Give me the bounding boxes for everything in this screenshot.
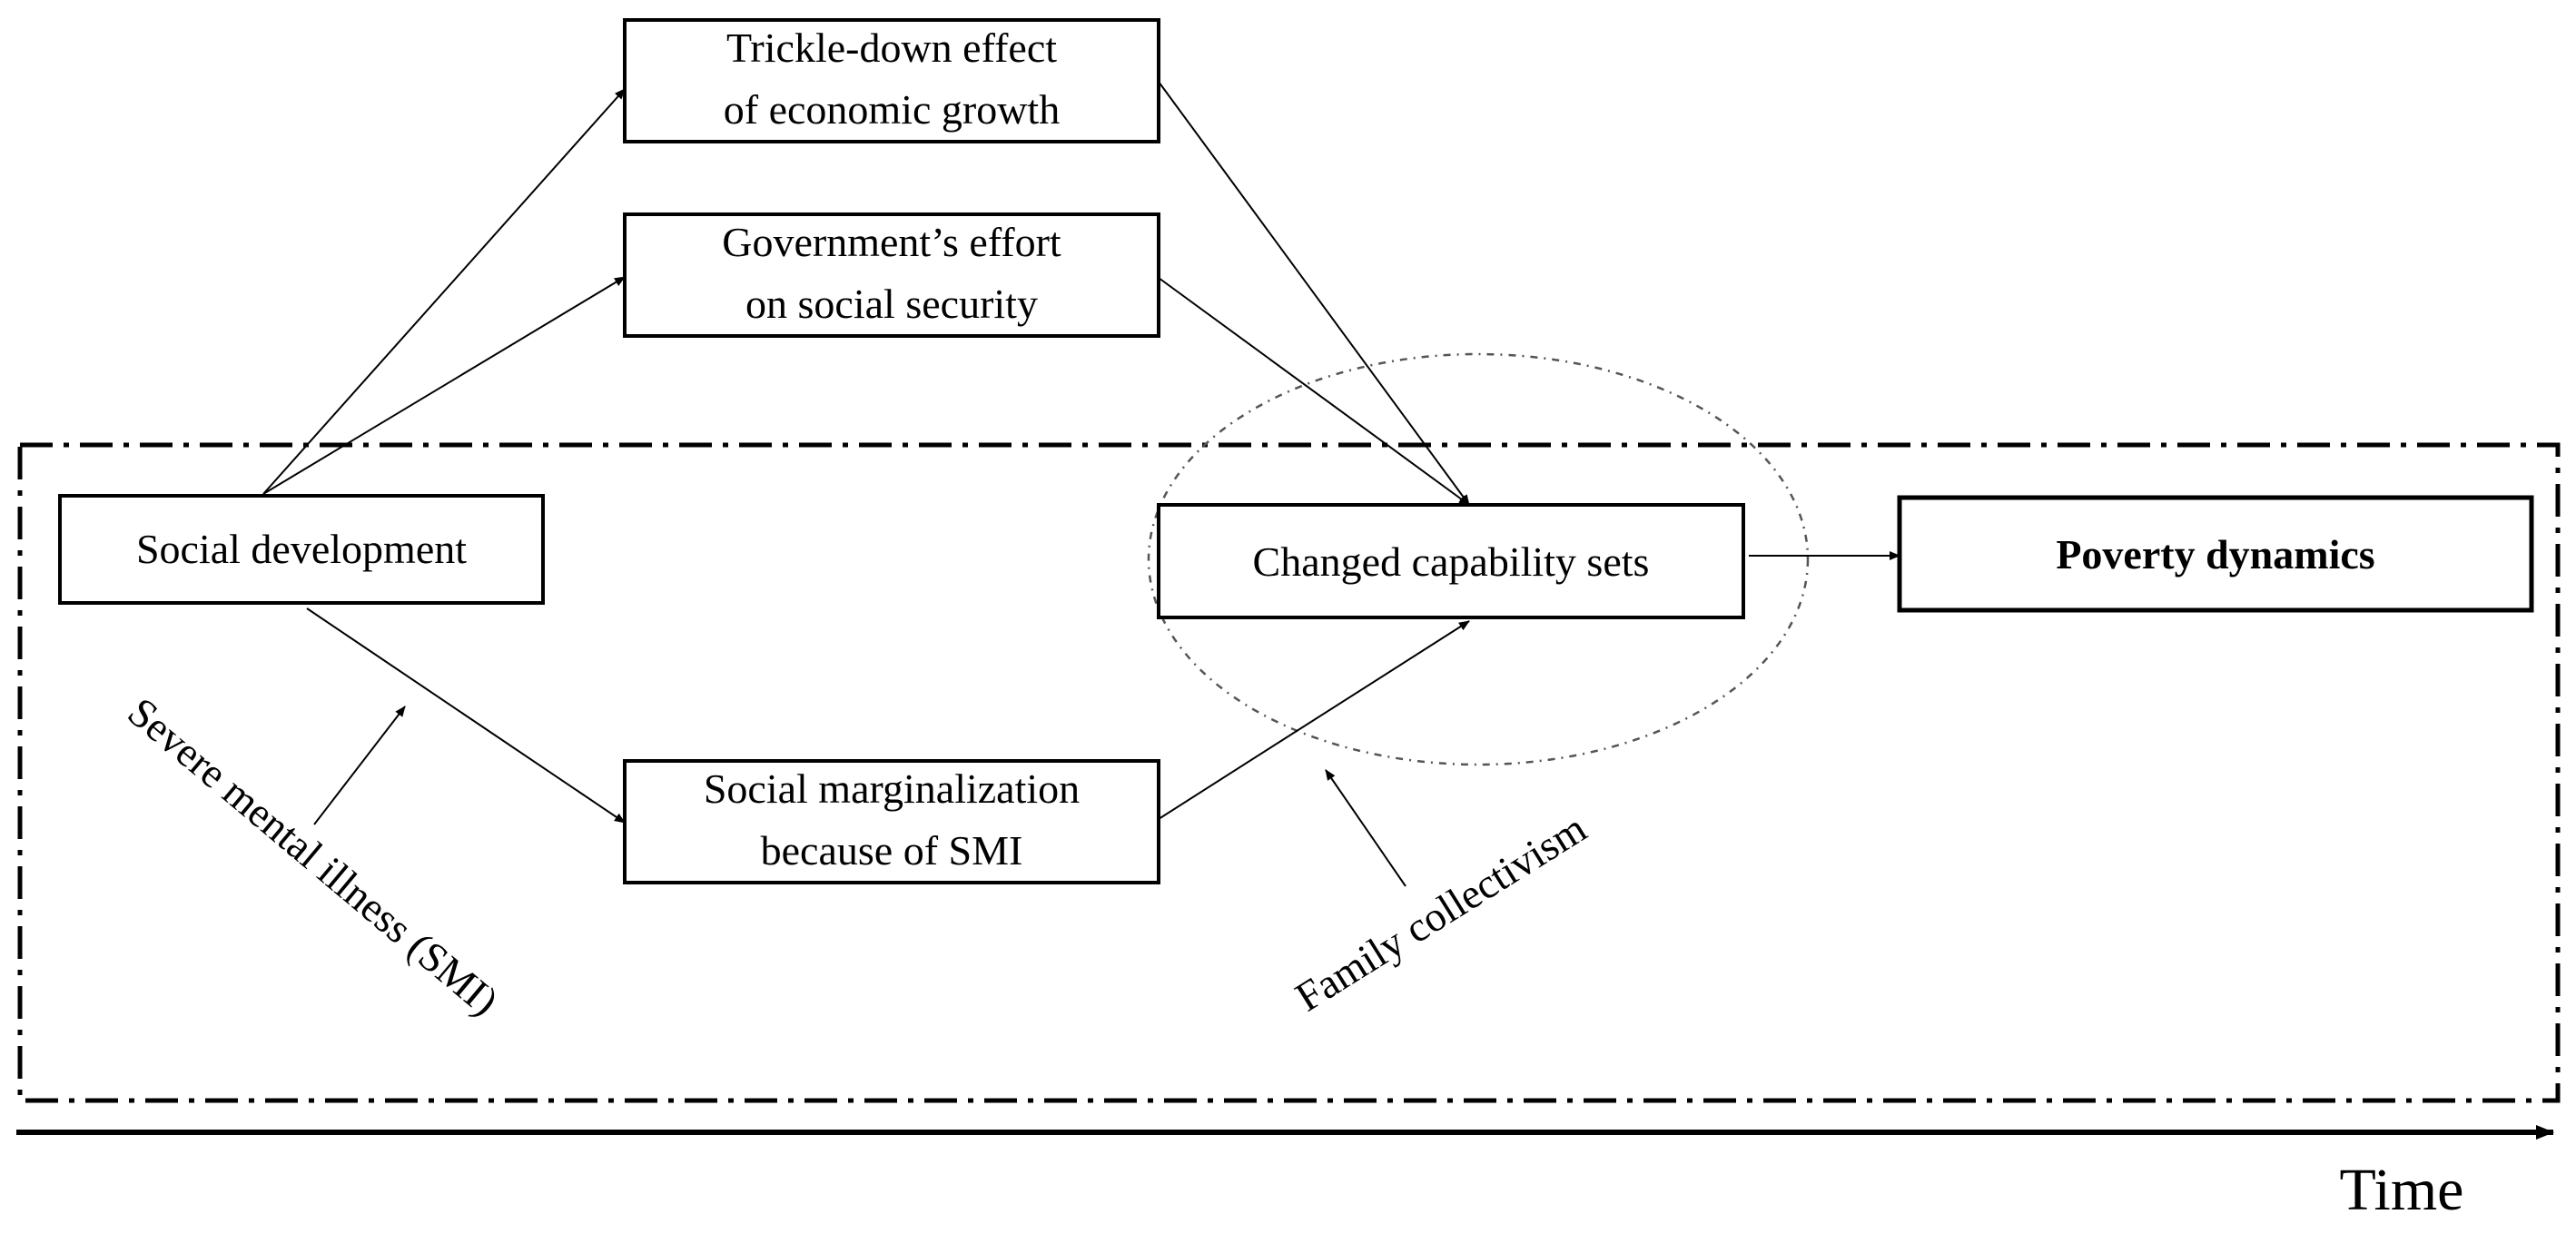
arrow-marginalization-to-capability — [1158, 620, 1470, 820]
node-social-development-label: Social development — [136, 526, 467, 572]
arrow-family-annotation — [1325, 769, 1406, 887]
arrow-smi-annotation — [313, 706, 406, 825]
node-social-marginalization-line1: Social marginalization — [704, 765, 1080, 812]
family-collectivism-ellipse — [1147, 352, 1810, 766]
node-trickle-down-line1: Trickle-down effect — [726, 25, 1057, 71]
arrow-social-dev-to-marginalization — [306, 607, 626, 824]
node-social-marginalization-line2: because of SMI — [761, 827, 1023, 874]
node-changed-capability-sets: Changed capability sets — [1157, 503, 1745, 619]
node-changed-capability-sets-label: Changed capability sets — [1253, 538, 1650, 585]
node-social-marginalization: Social marginalization because of SMI — [623, 759, 1160, 884]
node-government-line2: on social security — [745, 281, 1038, 327]
context-frame — [17, 442, 2561, 1103]
node-trickle-down: Trickle-down effect of economic growth — [623, 18, 1160, 143]
time-axis-label: Time — [2340, 1157, 2464, 1223]
node-government-line1: Government’s effort — [722, 219, 1061, 265]
arrow-social-dev-to-government — [262, 276, 626, 495]
node-trickle-down-line2: of economic growth — [724, 86, 1060, 133]
arrow-government-to-capability — [1158, 277, 1470, 506]
node-government: Government’s effort on social security — [623, 212, 1160, 338]
arrow-social-dev-to-trickle-down — [262, 88, 626, 495]
node-social-development: Social development — [58, 494, 545, 605]
node-poverty-dynamics-label: Poverty dynamics — [2056, 531, 2374, 578]
family-collectivism-annotation: Family collectivism — [1288, 805, 1594, 1021]
arrow-trickle-down-to-capability — [1158, 81, 1470, 506]
smi-annotation: Severe mental illness (SMI) — [119, 688, 507, 1024]
node-poverty-dynamics: Poverty dynamics — [1897, 495, 2534, 613]
